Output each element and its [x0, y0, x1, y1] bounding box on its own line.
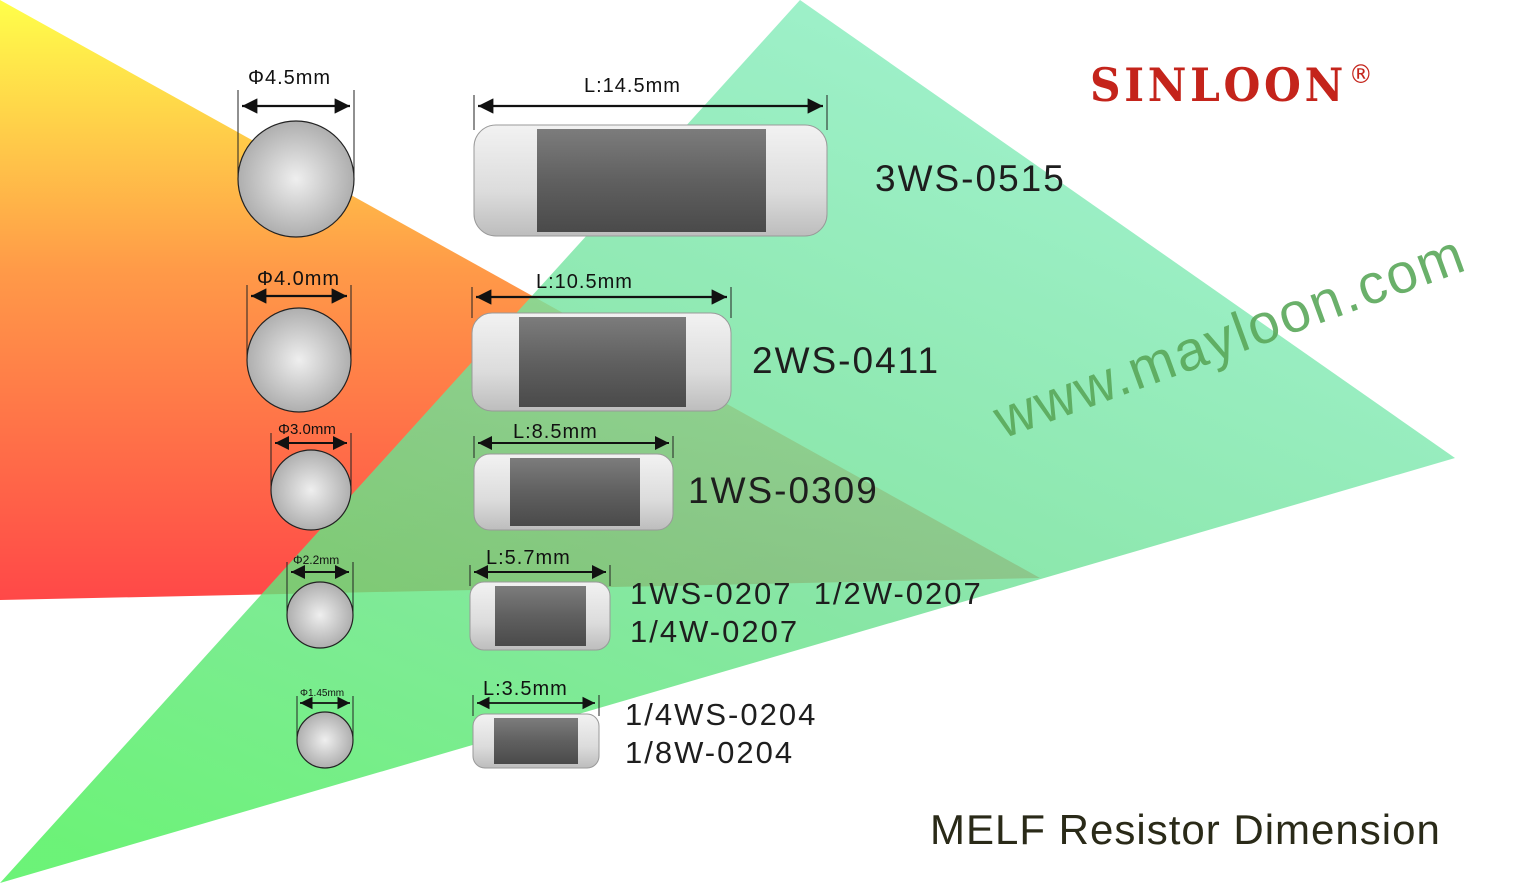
- model-label-4b: 1/4W-0207: [630, 614, 800, 649]
- end-views: [237, 90, 355, 769]
- end-view-5: [296, 696, 354, 769]
- diameter-label-5: Φ1.45mm: [300, 688, 345, 699]
- resistor-4: [469, 565, 611, 651]
- diameter-label-3: Φ3.0mm: [278, 421, 336, 438]
- model-label-3: 1WS-0309: [688, 470, 879, 511]
- resistor-5: [472, 695, 600, 769]
- diameter-label-4: Φ2.2mm: [293, 553, 340, 567]
- model-label-4a: 1WS-0207 1/2W-0207: [630, 576, 983, 611]
- model-label-5b: 1/8W-0204: [625, 735, 795, 770]
- resistor-3: [473, 436, 674, 531]
- length-label-4: L:5.7mm: [486, 547, 571, 569]
- model-label-2: 2WS-0411: [752, 340, 941, 381]
- end-view-2: [246, 285, 352, 413]
- end-view-4: [286, 562, 354, 649]
- diameter-label-2: Φ4.0mm: [257, 268, 341, 290]
- end-view-1: [237, 90, 355, 238]
- model-label-5a: 1/4WS-0204: [625, 697, 818, 732]
- length-label-1: L:14.5mm: [584, 75, 681, 97]
- length-label-5: L:3.5mm: [483, 678, 568, 700]
- diagram-title: MELF Resistor Dimension: [930, 806, 1441, 853]
- resistor-1: [473, 95, 828, 237]
- resistor-2: [471, 287, 732, 412]
- brand-logo: SINLOON®: [1090, 58, 1376, 112]
- model-label-1: 3WS-0515: [875, 158, 1066, 199]
- length-label-3: L:8.5mm: [513, 421, 598, 443]
- side-views: [469, 95, 828, 769]
- diameter-label-1: Φ4.5mm: [248, 67, 332, 89]
- green-wedge: [0, 0, 1455, 883]
- registered-mark: ®: [1348, 60, 1377, 90]
- brand-name: SINLOON: [1090, 58, 1347, 112]
- end-view-3: [270, 433, 352, 531]
- length-label-2: L:10.5mm: [536, 271, 633, 293]
